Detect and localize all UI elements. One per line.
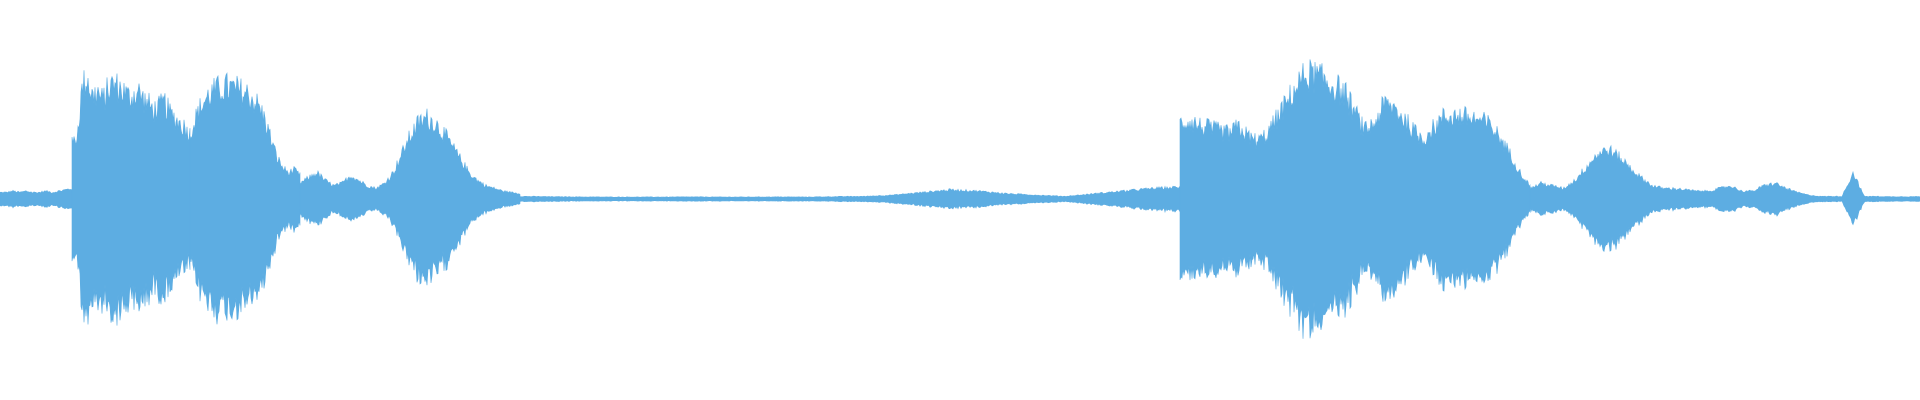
waveform-burst-2-part-a [1179, 59, 1531, 339]
waveform-burst-1-part-b [189, 72, 301, 325]
waveform-silence-1 [519, 185, 1181, 214]
waveform-burst-2-tail [1529, 144, 1920, 253]
waveform-noise-lead-in [0, 188, 73, 210]
waveform-burst-1-tail [299, 108, 521, 286]
waveform-burst-1-part-a [71, 70, 191, 326]
waveform-amplitude-layer [0, 59, 1920, 339]
